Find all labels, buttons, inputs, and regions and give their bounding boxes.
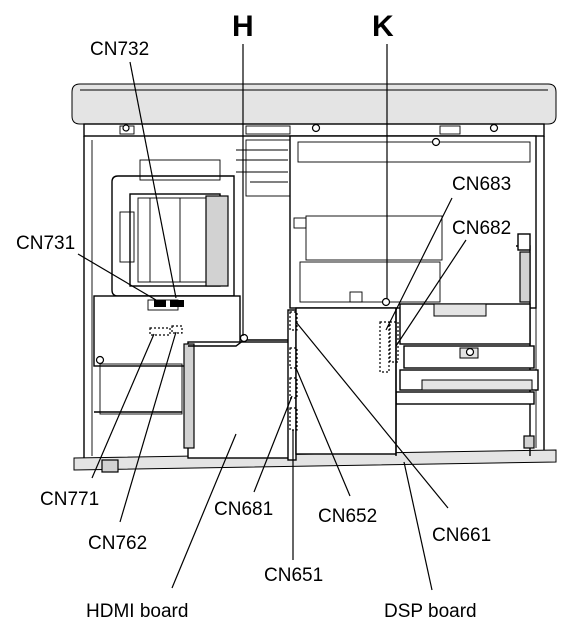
- upper-module: [289, 135, 537, 309]
- label-cn732: CN732: [90, 39, 149, 60]
- leader-cn681: [253, 395, 293, 493]
- screw: [489, 123, 499, 133]
- connector-cn683: [379, 321, 390, 373]
- connector-cn661: [289, 311, 298, 331]
- screw: [122, 124, 130, 132]
- label-cn681: CN681: [214, 499, 273, 520]
- screw: [381, 297, 391, 307]
- leader-cn771: [91, 333, 155, 479]
- marker-label-h: H: [232, 10, 254, 43]
- label-cn771: CN771: [40, 489, 99, 510]
- screw: [311, 123, 321, 133]
- label-dsp-board: DSP board: [384, 601, 477, 622]
- screw: [431, 137, 441, 147]
- leader-cn762: [119, 331, 177, 523]
- hdmi-board-outline: [187, 341, 291, 459]
- screw: [465, 347, 475, 357]
- chassis-frame: [83, 136, 545, 460]
- connector-cn652: [289, 347, 298, 369]
- leader-cn731: [77, 253, 157, 301]
- screw: [239, 333, 249, 343]
- label-cn683: CN683: [452, 174, 511, 195]
- leader-hdmi: [171, 433, 237, 589]
- label-hdmi-board: HDMI board: [86, 601, 188, 622]
- connector-cn731: [154, 300, 166, 307]
- labels: H K CN732 CN731 CN683 CN682 CN771 CN762 …: [16, 10, 511, 622]
- top-cover: [71, 83, 557, 125]
- leader-cn732: [129, 61, 177, 299]
- leader-cn652: [295, 367, 351, 497]
- leader-cn683: [385, 197, 453, 331]
- connector-cn732: [170, 300, 184, 307]
- label-cn682: CN682: [452, 218, 511, 239]
- leader-cn682: [395, 239, 467, 347]
- label-cn762: CN762: [88, 533, 147, 554]
- connectors: [149, 300, 399, 431]
- screw: [95, 355, 105, 365]
- label-cn731: CN731: [16, 233, 75, 254]
- connector-cn762: [171, 325, 183, 334]
- marker-label-k: K: [372, 10, 394, 43]
- dsp-board-outline: [295, 307, 397, 455]
- connector-cn681: [289, 377, 298, 399]
- leader-cn661: [295, 321, 449, 509]
- label-cn661: CN661: [432, 525, 491, 546]
- chassis-drawing: [71, 83, 557, 473]
- center-divider: [287, 309, 297, 461]
- label-cn651: CN651: [264, 565, 323, 586]
- leader-dsp: [403, 461, 433, 591]
- label-cn652: CN652: [318, 506, 377, 527]
- leader-lines: [77, 61, 467, 591]
- connector-cn771: [149, 327, 171, 336]
